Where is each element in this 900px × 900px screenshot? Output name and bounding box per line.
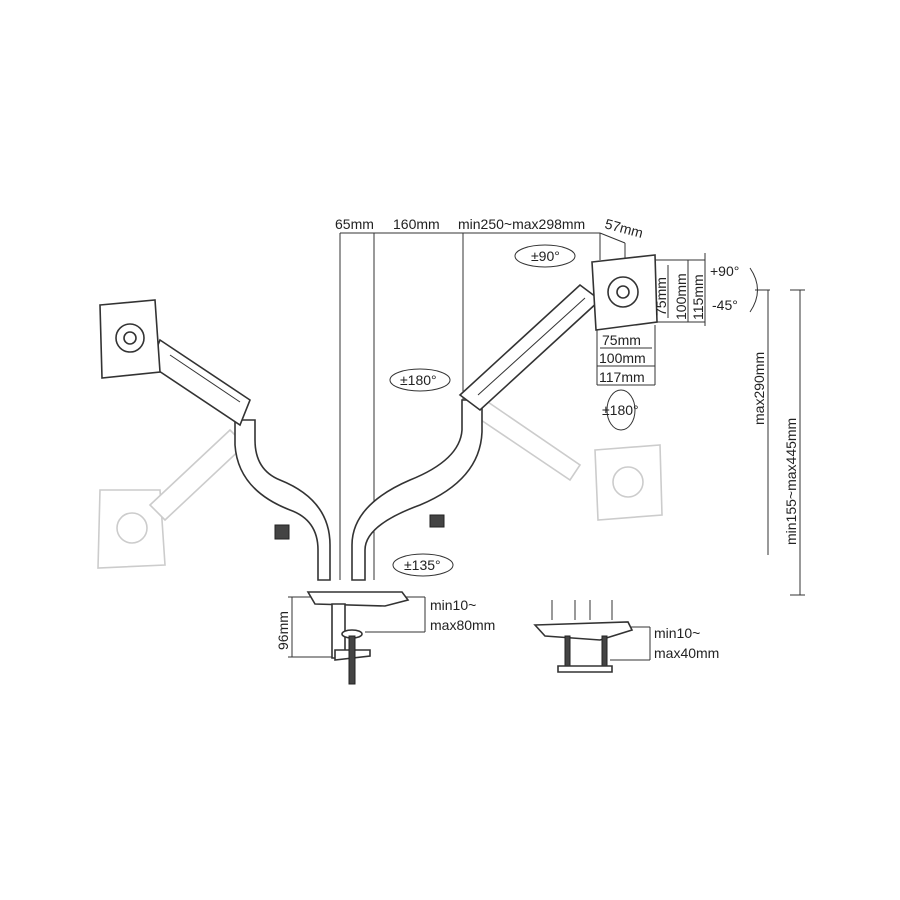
tilt-arrow-icon bbox=[749, 267, 758, 313]
right-arm bbox=[351, 254, 658, 581]
rotate-screen-label: ±180° bbox=[602, 402, 639, 418]
ghost-left-monitor-mount bbox=[97, 428, 247, 569]
left-arm bbox=[99, 299, 331, 581]
vesa-vertical-100-label: 100mm bbox=[673, 273, 689, 320]
arm-reach-label: min250~max298mm bbox=[458, 216, 585, 232]
pole-offset-label: 65mm bbox=[335, 216, 374, 232]
grommet-thickness-label-1: min10~ bbox=[654, 625, 700, 641]
rotation-arrow-icon bbox=[606, 389, 636, 431]
rotate-base-label: ±135° bbox=[404, 557, 441, 573]
vesa-vertical-115-label: 115mm bbox=[690, 274, 706, 320]
grommet-thickness-label-2: max40mm bbox=[654, 645, 719, 661]
ghost-right-monitor-mount bbox=[477, 398, 663, 521]
height-range-label: min155~max445mm bbox=[783, 418, 799, 545]
tilt-down-label: -45° bbox=[712, 297, 738, 313]
swivel-head-label: ±90° bbox=[531, 248, 560, 264]
clamp-thickness-label-2: max80mm bbox=[430, 617, 495, 633]
vesa-horizontal-100-label: 100mm bbox=[599, 350, 646, 366]
rotate-arm-label: ±180° bbox=[400, 372, 437, 388]
clamp-height-label: 96mm bbox=[275, 611, 291, 650]
rotation-arrow-icon bbox=[514, 244, 576, 268]
desk-clamp bbox=[306, 591, 410, 685]
max-height-label: max290mm bbox=[751, 352, 767, 425]
rotation-arrow-icon bbox=[392, 553, 454, 577]
dimension-lines bbox=[288, 232, 805, 661]
tilt-up-label: +90° bbox=[710, 263, 739, 279]
vesa-horizontal-75-label: 75mm bbox=[602, 332, 641, 348]
clamp-thickness-label-1: min10~ bbox=[430, 597, 476, 613]
vesa-horizontal-117-label: 117mm bbox=[599, 369, 645, 385]
arm-inner-label: 160mm bbox=[393, 216, 440, 232]
rotation-arrow-icon bbox=[389, 368, 451, 392]
grommet-mount bbox=[533, 600, 634, 673]
vesa-vertical-75-label: 75mm bbox=[653, 277, 669, 316]
